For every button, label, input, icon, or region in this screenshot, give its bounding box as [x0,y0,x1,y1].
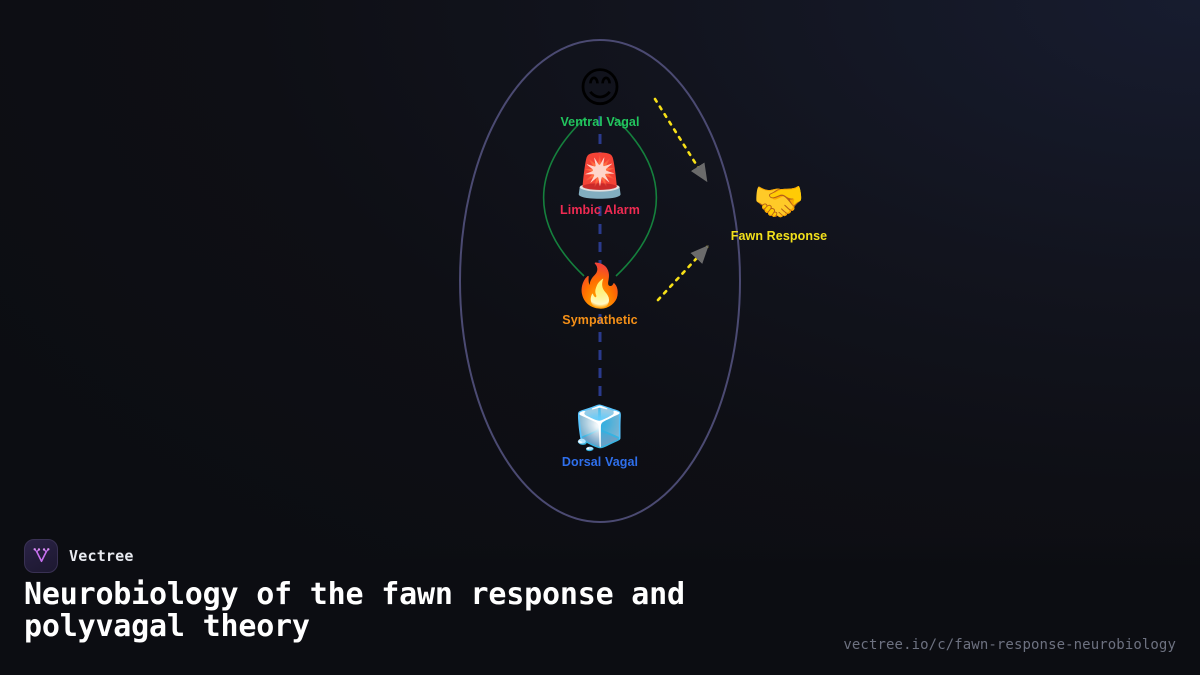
ice-cube-emoji: 🧊 [573,403,627,452]
node-dorsal-vagal[interactable]: 🧊 Dorsal Vagal [525,404,675,469]
node-ventral-vagal[interactable]: 😊 Ventral Vagal [525,64,675,129]
ventral-sympathetic-arc-left [542,117,586,277]
node-sympathetic-label: Sympathetic [562,313,638,327]
fire-emoji: 🔥 [573,261,627,310]
page-title: Neurobiology of the fawn response and po… [24,577,685,644]
node-limbic-alarm[interactable]: 🚨 Limbic Alarm [525,152,675,217]
smiling-face-emoji: 😊 [578,63,622,112]
brand-name: Vectree [69,547,134,565]
footer-url: vectree.io/c/fawn-response-neurobiology [843,637,1176,653]
node-dorsal-vagal-label: Dorsal Vagal [561,455,639,469]
node-fawn-response-label: Fawn Response [730,229,828,243]
sympathetic-to-fawn-edge [656,245,709,302]
ventral-to-fawn-edge [653,97,708,183]
vectree-logo-icon [24,539,58,573]
outer-grouping-ellipse [459,39,741,523]
police-light-emoji: 🚨 [573,151,627,200]
diagram-canvas [459,39,741,523]
handshake-emoji: 🤝 [752,177,806,226]
brand-row: Vectree [24,539,134,573]
node-sympathetic[interactable]: 🔥 Sympathetic [525,262,675,327]
node-limbic-alarm-label: Limbic Alarm [560,203,640,217]
node-fawn-response[interactable]: 🤝 Fawn Response [704,178,854,243]
node-ventral-vagal-label: Ventral Vagal [560,115,640,129]
footer-bar: Vectree Neurobiology of the fawn respons… [0,535,1200,675]
ventral-sympathetic-arc-right [614,117,658,277]
